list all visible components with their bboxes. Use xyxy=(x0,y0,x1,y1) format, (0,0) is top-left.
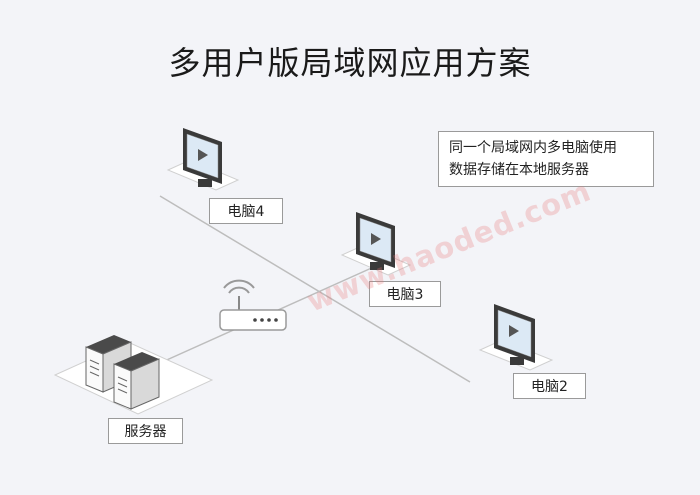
pc3-node xyxy=(340,212,412,276)
router-node xyxy=(219,279,287,331)
monitor-icon xyxy=(356,212,395,270)
monitor-icon xyxy=(494,304,535,365)
description-line-1: 同一个局域网内多电脑使用 xyxy=(449,140,617,156)
server-label: 服务器 xyxy=(108,418,183,444)
pc2-label: 电脑2 xyxy=(513,373,586,399)
pc4-label: 电脑4 xyxy=(209,198,283,224)
pc4-node xyxy=(166,128,240,191)
router-icon xyxy=(219,309,287,331)
line-pc4-pc2 xyxy=(159,195,471,383)
page-title: 多用户版局域网应用方案 xyxy=(168,44,532,82)
server-icon xyxy=(113,352,160,410)
pc3-label: 电脑3 xyxy=(369,281,441,307)
wifi-icon xyxy=(223,279,255,294)
description-line-2: 数据存储在本地服务器 xyxy=(449,162,589,178)
description-box: 同一个局域网内多电脑使用 数据存储在本地服务器 xyxy=(438,131,654,187)
monitor-icon xyxy=(183,128,222,187)
server-node xyxy=(53,335,214,415)
pc2-node xyxy=(478,304,554,371)
